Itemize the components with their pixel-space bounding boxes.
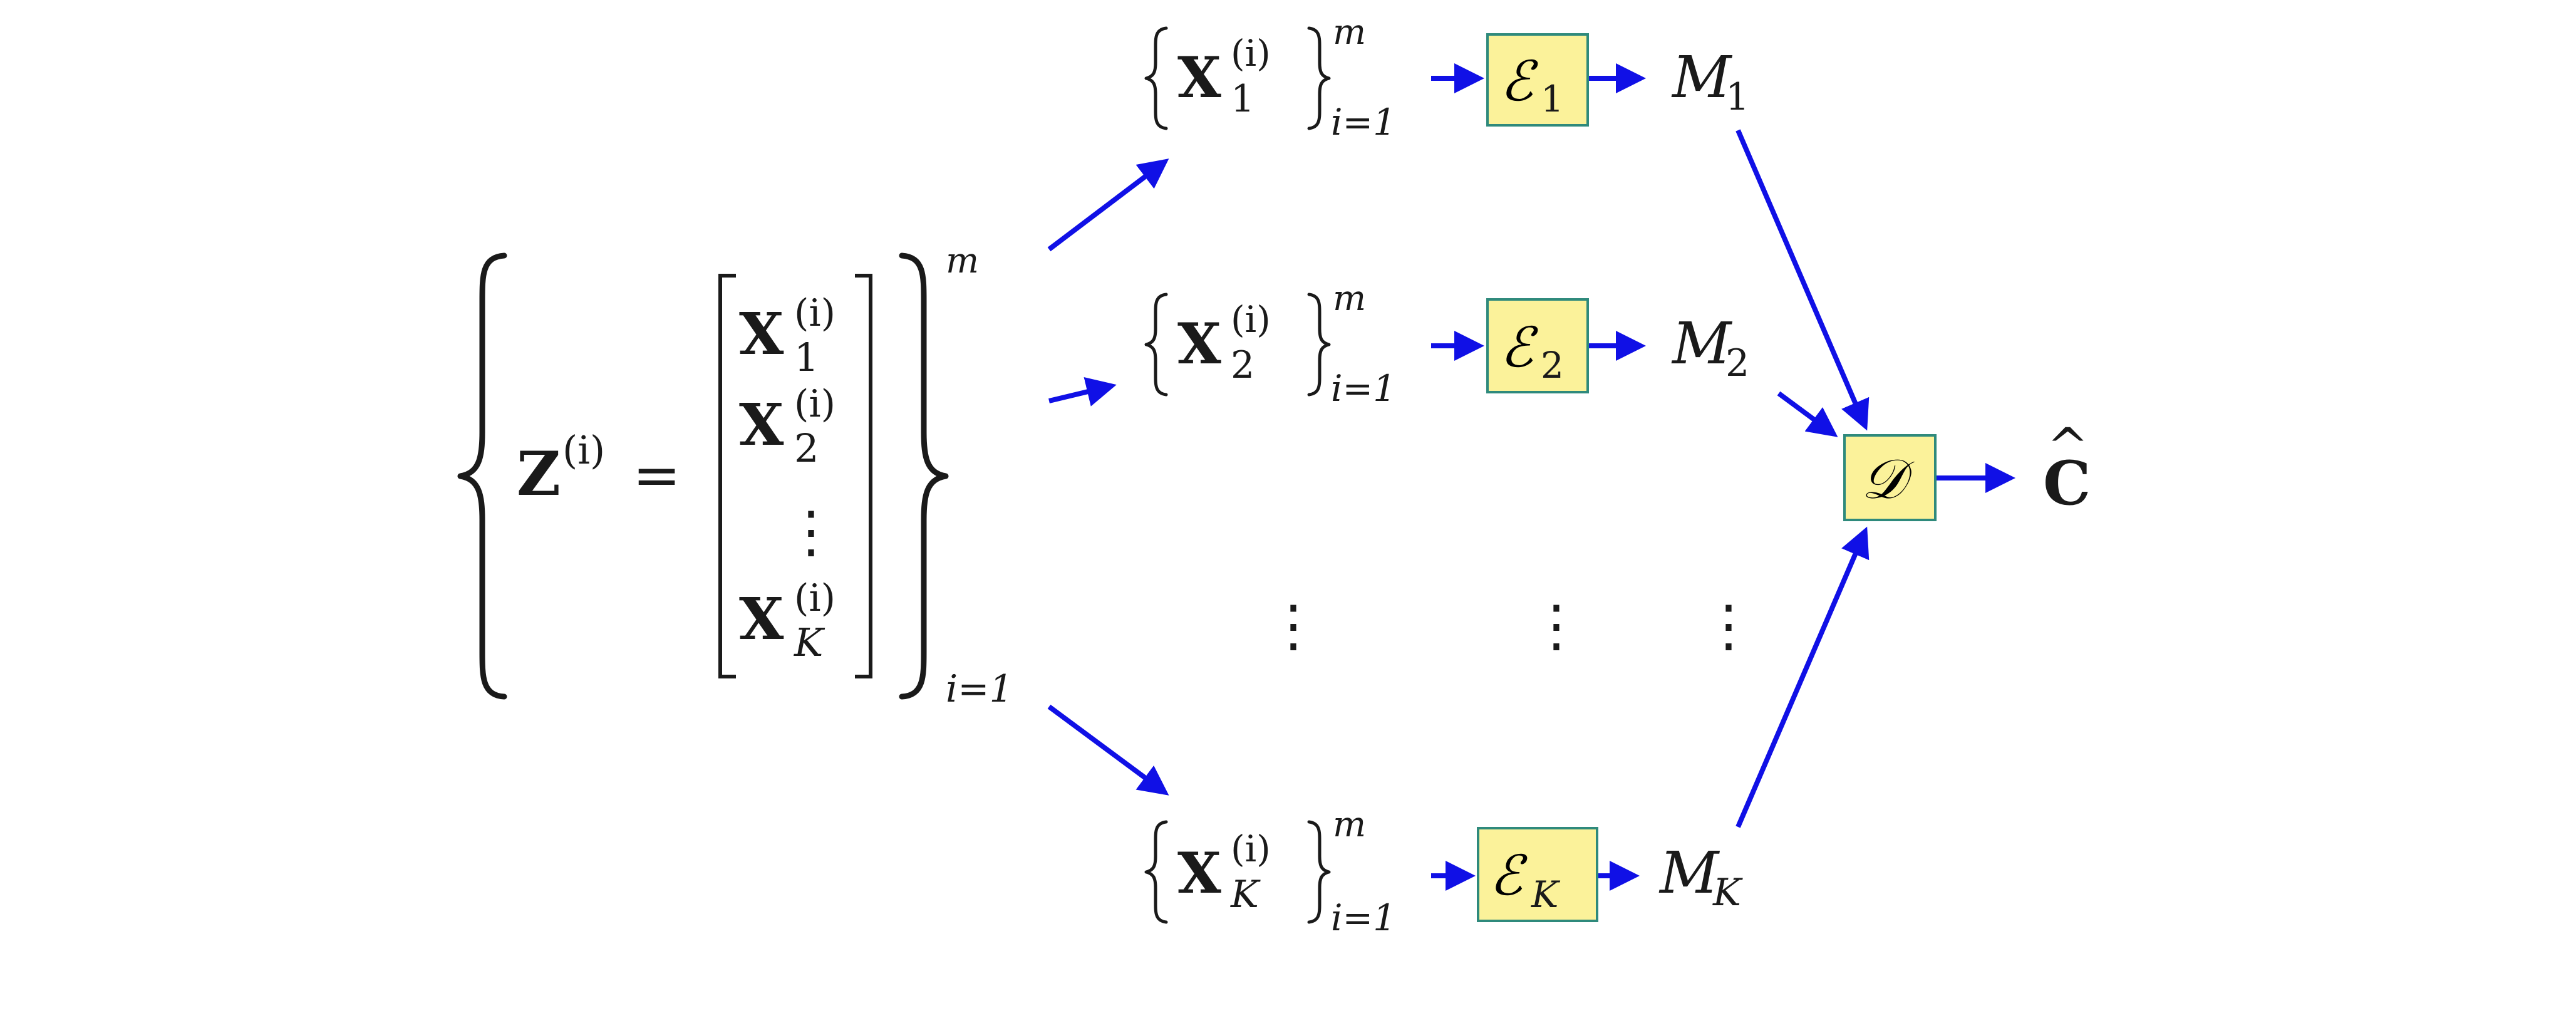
svg-text:m: m — [1333, 12, 1366, 53]
source-upper-limit: m — [946, 241, 979, 281]
message-k: M — [1658, 839, 1720, 906]
encoder-k-label: ℰ — [1489, 843, 1528, 908]
svg-text:m: m — [1333, 278, 1366, 319]
output-hat: ^ — [2047, 417, 2089, 475]
source-set: Z (i) = X (i) 1 X (i) 2 ⋮ X (i) K m i=1 — [457, 241, 1013, 711]
output-c: C — [2043, 448, 2091, 519]
row-2: X (i) 2 m i=1 ℰ 2 M 2 — [1144, 278, 1749, 410]
svg-text:(i): (i) — [794, 291, 835, 335]
svg-text:m: m — [1333, 804, 1366, 845]
svg-text:(i): (i) — [794, 576, 835, 620]
dots-sets: ⋮ — [1265, 593, 1322, 659]
source-lower-limit: i=1 — [946, 667, 1013, 711]
vector-entry-k: X (i) K — [739, 576, 835, 665]
svg-text:X: X — [1177, 44, 1221, 111]
vector-entry-1: X (i) 1 — [739, 291, 835, 380]
message-1: M — [1671, 44, 1733, 111]
set1-right-brace — [1307, 26, 1331, 130]
set1-left-brace — [1144, 26, 1168, 130]
arrow-m2-decoder — [1777, 391, 1838, 437]
message-2: M — [1671, 310, 1733, 377]
svg-text:2: 2 — [1231, 343, 1254, 387]
encoder-2-box — [1486, 298, 1589, 393]
svg-text:1: 1 — [1231, 77, 1254, 121]
encoder-1-label: ℰ — [1500, 49, 1538, 113]
arrow-mk-decoder — [1735, 526, 1870, 828]
row-1: X (i) 1 m i=1 ℰ 1 M 1 — [1144, 12, 1749, 143]
svg-text:X: X — [739, 300, 784, 368]
svg-text:K: K — [1230, 873, 1261, 917]
setk-right-brace — [1307, 820, 1331, 924]
vector-vdots: ⋮ — [783, 499, 839, 565]
split-arrow-1 — [1047, 158, 1169, 252]
set2-left-brace — [1144, 293, 1168, 397]
split-arrow-k — [1047, 704, 1169, 796]
set2-right-brace — [1307, 293, 1331, 397]
svg-text:K: K — [1531, 873, 1561, 916]
svg-text:X: X — [1177, 311, 1221, 377]
dots-encoders: ⋮ — [1528, 593, 1585, 659]
svg-text:1: 1 — [1725, 75, 1749, 119]
encoder-2-label: ℰ — [1500, 315, 1538, 380]
arrow-m1-decoder — [1735, 129, 1870, 431]
encoder-k-box — [1477, 827, 1598, 922]
big-left-brace — [457, 252, 507, 700]
svg-text:(i): (i) — [1231, 32, 1271, 75]
svg-text:i=1: i=1 — [1331, 367, 1396, 410]
svg-text:K: K — [794, 620, 825, 665]
svg-text:i=1: i=1 — [1331, 101, 1396, 143]
lhs-equals: = — [633, 442, 681, 509]
matrix-right-bracket — [855, 274, 872, 678]
matrix-left-bracket — [718, 274, 736, 678]
svg-text:2: 2 — [1541, 344, 1564, 387]
setk-left-brace — [1144, 820, 1168, 924]
encoder-1-box — [1486, 33, 1589, 127]
svg-text:K: K — [1712, 871, 1743, 915]
svg-text:(i): (i) — [1231, 828, 1271, 870]
svg-text:X: X — [1177, 840, 1221, 906]
svg-text:(i): (i) — [1231, 298, 1271, 341]
lhs-z: Z — [517, 439, 561, 509]
svg-text:2: 2 — [794, 425, 819, 471]
split-arrow-2 — [1048, 376, 1117, 407]
svg-text:X: X — [739, 391, 784, 459]
vector-entry-2: X (i) 2 — [739, 382, 835, 471]
dots-messages: ⋮ — [1700, 593, 1757, 659]
svg-text:(i): (i) — [794, 382, 835, 426]
big-right-brace — [899, 252, 949, 700]
decoder-box — [1843, 434, 1937, 521]
lhs-z-sup: (i) — [562, 427, 605, 473]
svg-text:X: X — [739, 585, 784, 653]
svg-text:2: 2 — [1725, 341, 1749, 385]
svg-text:1: 1 — [794, 335, 819, 380]
svg-text:i=1: i=1 — [1331, 896, 1396, 939]
svg-text:1: 1 — [1541, 78, 1564, 120]
row-k: X (i) K m i=1 ℰ K M K — [1144, 804, 1743, 939]
